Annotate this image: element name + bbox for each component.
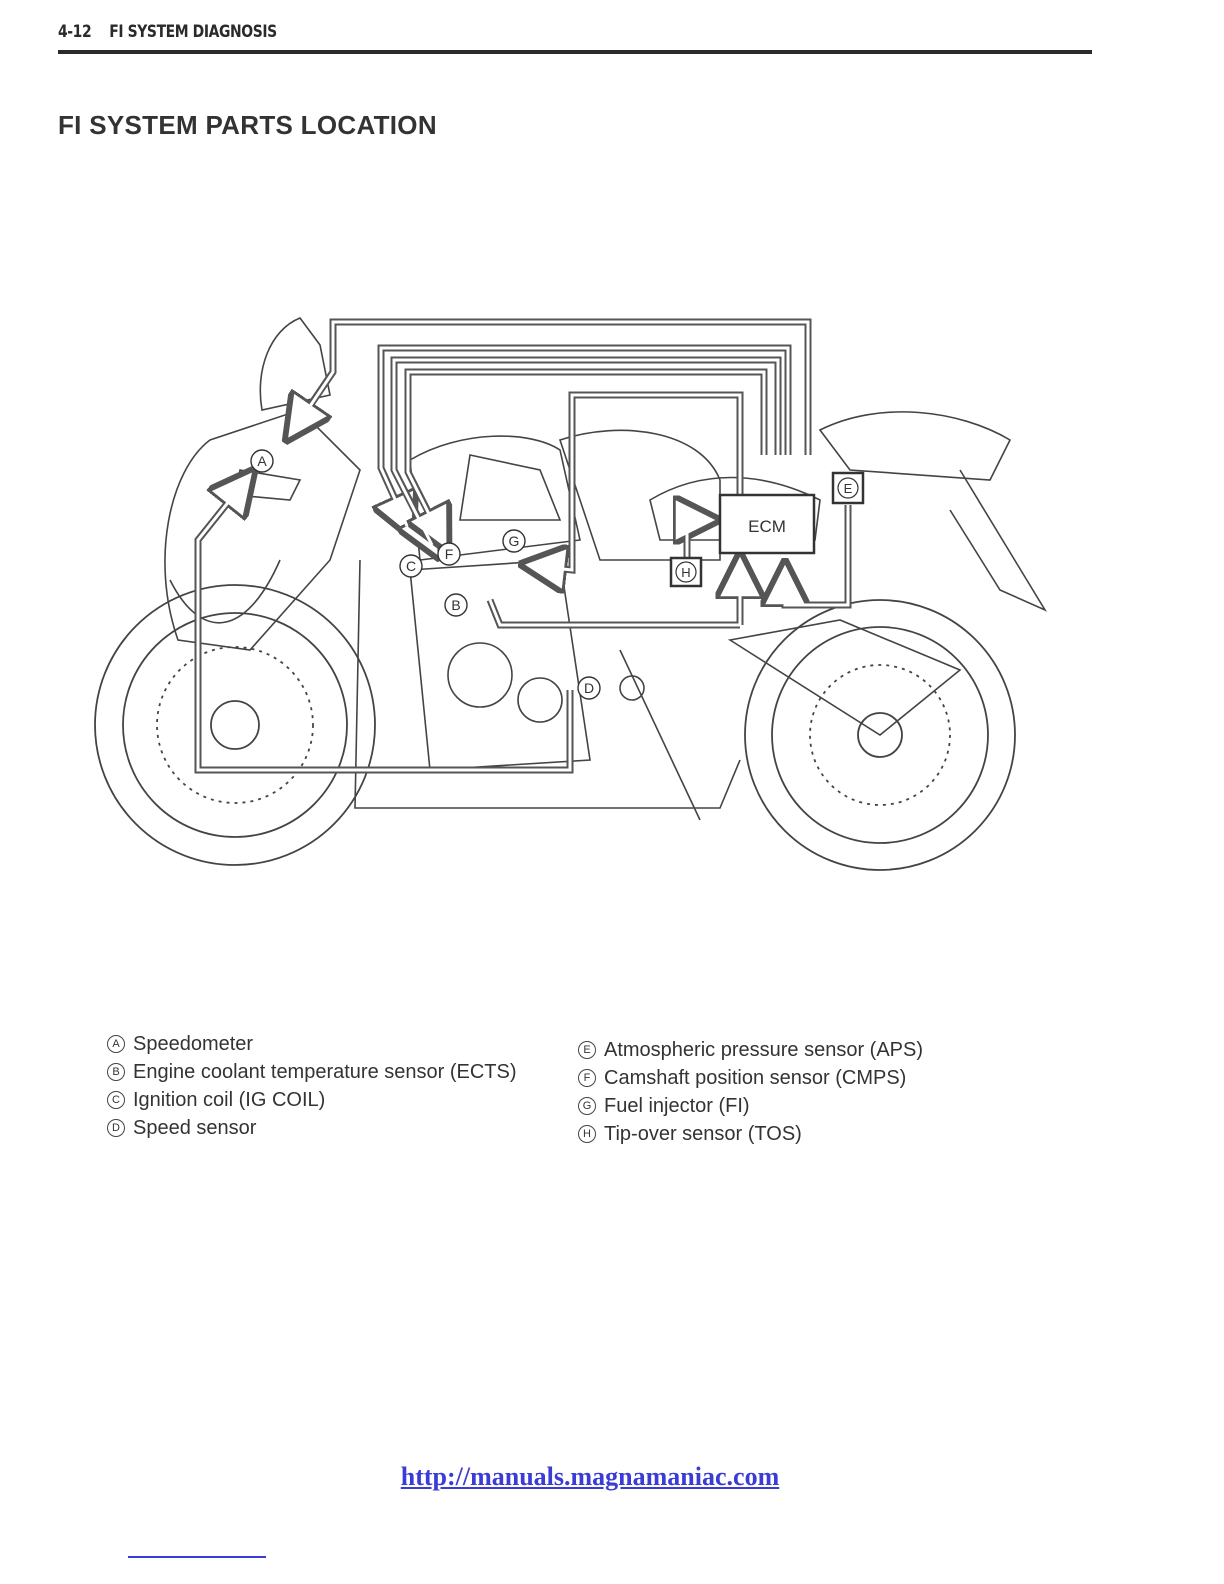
svg-text:G: G	[509, 533, 520, 549]
svg-text:A: A	[257, 453, 267, 469]
callout-letter: B	[107, 1063, 125, 1081]
callout-e: E	[831, 471, 865, 505]
rear-wheel	[744, 599, 1016, 871]
svg-text:D: D	[584, 680, 594, 696]
page-title: FI SYSTEM PARTS LOCATION	[58, 110, 437, 140]
callout-letter: H	[578, 1125, 596, 1143]
svg-text:B: B	[451, 597, 460, 613]
callout-letter: F	[578, 1069, 596, 1087]
page-header: 4-12 FI SYSTEM DIAGNOSIS	[58, 20, 1092, 54]
section-name: FI SYSTEM DIAGNOSIS	[109, 22, 277, 42]
callout-a: A	[250, 449, 274, 473]
ecm-box: ECM	[718, 493, 816, 555]
page-number: 4-12	[58, 22, 92, 42]
callout-b: B	[444, 593, 468, 617]
motorcycle-fi-diagram: ECM E H A B C D F	[94, 317, 1048, 871]
callout-letter: D	[107, 1119, 125, 1137]
callout-h: H	[669, 556, 703, 588]
callout-d: D	[577, 676, 601, 700]
svg-text:C: C	[406, 558, 416, 574]
callout-f: F	[437, 542, 461, 566]
callout-letter: C	[107, 1091, 125, 1109]
bottom-rule	[128, 1556, 266, 1558]
footer-link[interactable]: http://manuals.magnamaniac.com	[400, 1462, 780, 1491]
motorcycle-body	[164, 317, 1048, 821]
callout-letter: E	[578, 1041, 596, 1059]
front-wheel	[94, 584, 376, 866]
ecm-label: ECM	[748, 517, 786, 536]
callout-letter: G	[578, 1097, 596, 1115]
svg-text:E: E	[844, 481, 853, 496]
svg-text:F: F	[445, 546, 454, 562]
svg-text:H: H	[681, 565, 690, 580]
callout-g: G	[502, 529, 526, 553]
callout-letter: A	[107, 1035, 125, 1053]
callout-c: C	[399, 554, 423, 578]
